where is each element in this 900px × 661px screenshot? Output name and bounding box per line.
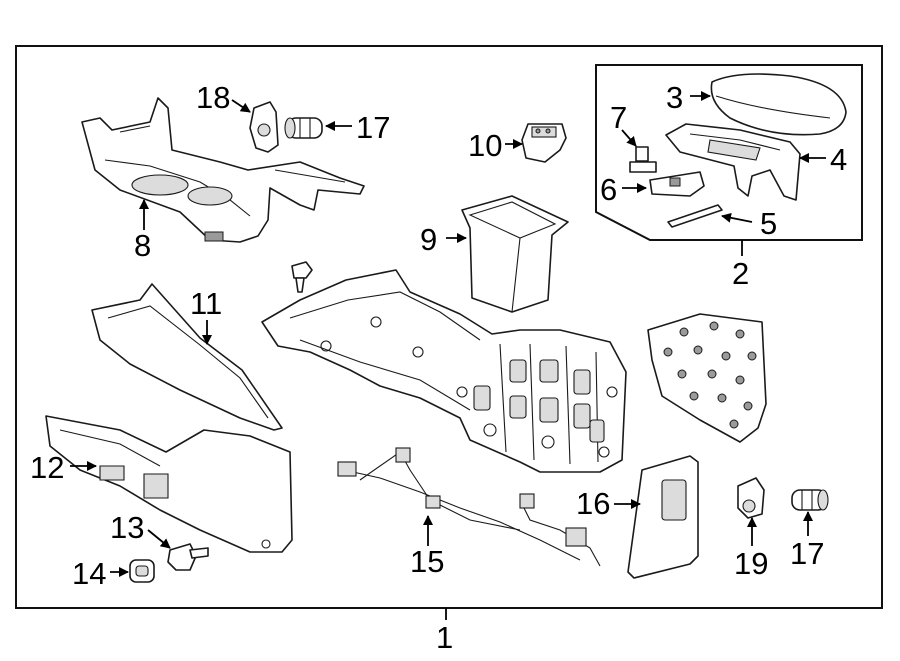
part-19-clip xyxy=(737,477,765,519)
part-14-clip xyxy=(129,559,155,583)
callout-11: 11 xyxy=(190,286,222,321)
callout-8: 8 xyxy=(134,228,151,263)
callout-labels: 18 17 10 3 7 6 5 4 2 8 9 11 12 13 14 15 … xyxy=(30,80,847,655)
part-11-side-trim xyxy=(91,283,283,431)
callout-6: 6 xyxy=(600,172,617,207)
part-3-armrest-lid xyxy=(710,73,847,136)
console-frame xyxy=(261,269,627,473)
part-4-hinge-bracket xyxy=(665,123,801,201)
part-16-bezel xyxy=(627,455,699,579)
part-17-bushing-lower xyxy=(791,489,829,511)
part-13-screw xyxy=(167,543,209,571)
part-7-latch xyxy=(629,146,657,173)
part-8-console-bezel xyxy=(81,97,365,243)
part-5-pin xyxy=(667,204,723,228)
callout-17-lower: 17 xyxy=(790,536,824,571)
part-17-bushing-upper xyxy=(284,117,323,139)
callout-14: 14 xyxy=(72,556,106,591)
part-6-lever xyxy=(649,171,705,197)
callout-9: 9 xyxy=(420,222,437,257)
leader-lines xyxy=(70,91,826,620)
callout-1: 1 xyxy=(436,620,453,655)
callout-10: 10 xyxy=(468,128,502,163)
callout-4: 4 xyxy=(830,142,847,177)
callout-18: 18 xyxy=(196,80,230,115)
callout-15: 15 xyxy=(410,544,444,579)
callout-2: 2 xyxy=(732,256,749,291)
callout-17-upper: 17 xyxy=(356,110,390,145)
part-12-lower-panel xyxy=(45,415,293,553)
callout-16: 16 xyxy=(576,486,610,521)
callout-12: 12 xyxy=(30,450,64,485)
part-9-storage-bin xyxy=(461,195,569,313)
part-18-clip xyxy=(249,101,279,153)
callout-5: 5 xyxy=(760,206,777,241)
part-15-wiring-harness xyxy=(337,447,601,567)
console-side-panel xyxy=(647,313,767,443)
callout-3: 3 xyxy=(666,80,683,115)
callout-7: 7 xyxy=(610,100,627,135)
callout-19: 19 xyxy=(734,546,768,581)
callout-13: 13 xyxy=(110,510,144,545)
fastener-bolt xyxy=(291,261,313,293)
